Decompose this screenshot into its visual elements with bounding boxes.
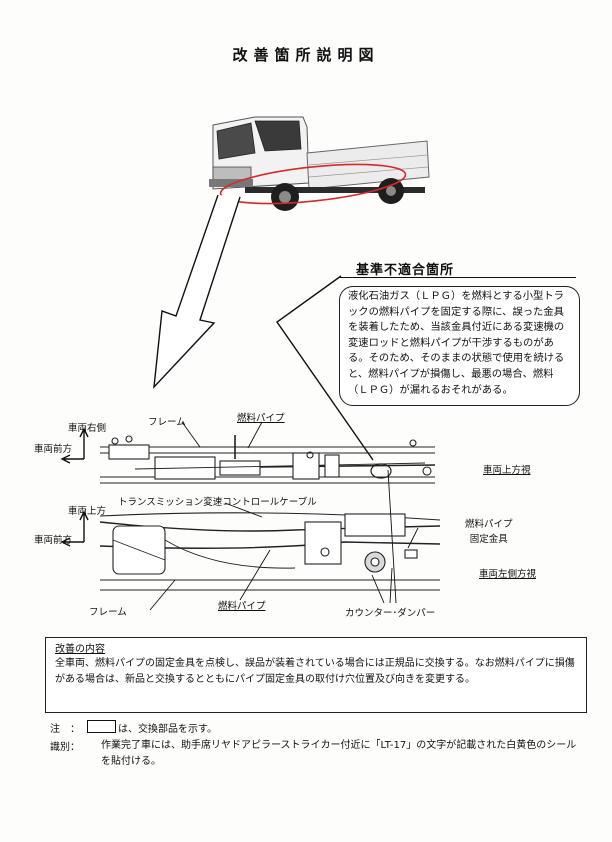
- label-vehicle-front-top: 車両前方: [34, 444, 73, 455]
- label-vehicle-right: 車両右側: [68, 423, 107, 434]
- label-top-view: 車両上方視: [483, 465, 531, 476]
- heading-rule: [340, 277, 576, 278]
- label-frame-side: フレーム: [89, 607, 127, 618]
- pointer-arrow: [153, 195, 241, 389]
- label-side-view: 車両左側方視: [479, 569, 537, 580]
- label-fuel-pipe-side: 燃料パイプ: [218, 601, 266, 612]
- top-view-diagram: [100, 435, 436, 484]
- legend-text: は、交換部品を示す。: [118, 724, 217, 735]
- label-fixing-bracket: 燃料パイプ 固定金具: [465, 519, 513, 545]
- improvement-box: [45, 637, 587, 713]
- side-view-diagram: [99, 512, 441, 591]
- note-label: 注 ：: [50, 724, 80, 735]
- improvement-text: 全車両、燃料パイプの固定金具を点検し、誤品が装着されている場合には正規品に交換す…: [55, 658, 575, 685]
- top-view-direction-arrows: [60, 427, 89, 464]
- truck-illustration: [209, 116, 430, 211]
- improvement-heading: 改善の内容: [55, 644, 105, 655]
- side-view-direction-arrows: [60, 510, 89, 547]
- page-title: 改善箇所説明図: [232, 46, 380, 64]
- label-fuel-pipe-top: 燃料パイプ: [237, 413, 285, 424]
- callout-pointer: [276, 275, 374, 461]
- ident-text: 作業完了車には、助手席リヤドアピラーストライカー付近に「LT-17」の文字が記載…: [101, 740, 577, 767]
- ident-label: 識別：: [50, 742, 80, 753]
- nonconformity-box: [339, 286, 580, 406]
- label-frame-top: フレーム: [148, 417, 186, 428]
- replacement-part-legend-box: [87, 720, 116, 733]
- label-counter-damper: カウンター･ダンパー: [345, 608, 436, 619]
- label-vehicle-up: 車両上方: [68, 506, 107, 517]
- nonconformity-text: 液化石油ガス（ＬＰＧ）を燃料とする小型トラックの燃料パイプを固定する際に、誤った…: [348, 290, 565, 396]
- nonconformity-heading: 基準不適合箇所: [356, 263, 455, 278]
- label-transmission-cable: トランスミッション変速コントロールケーブル: [118, 497, 317, 508]
- label-vehicle-front-side: 車両前方: [34, 535, 73, 546]
